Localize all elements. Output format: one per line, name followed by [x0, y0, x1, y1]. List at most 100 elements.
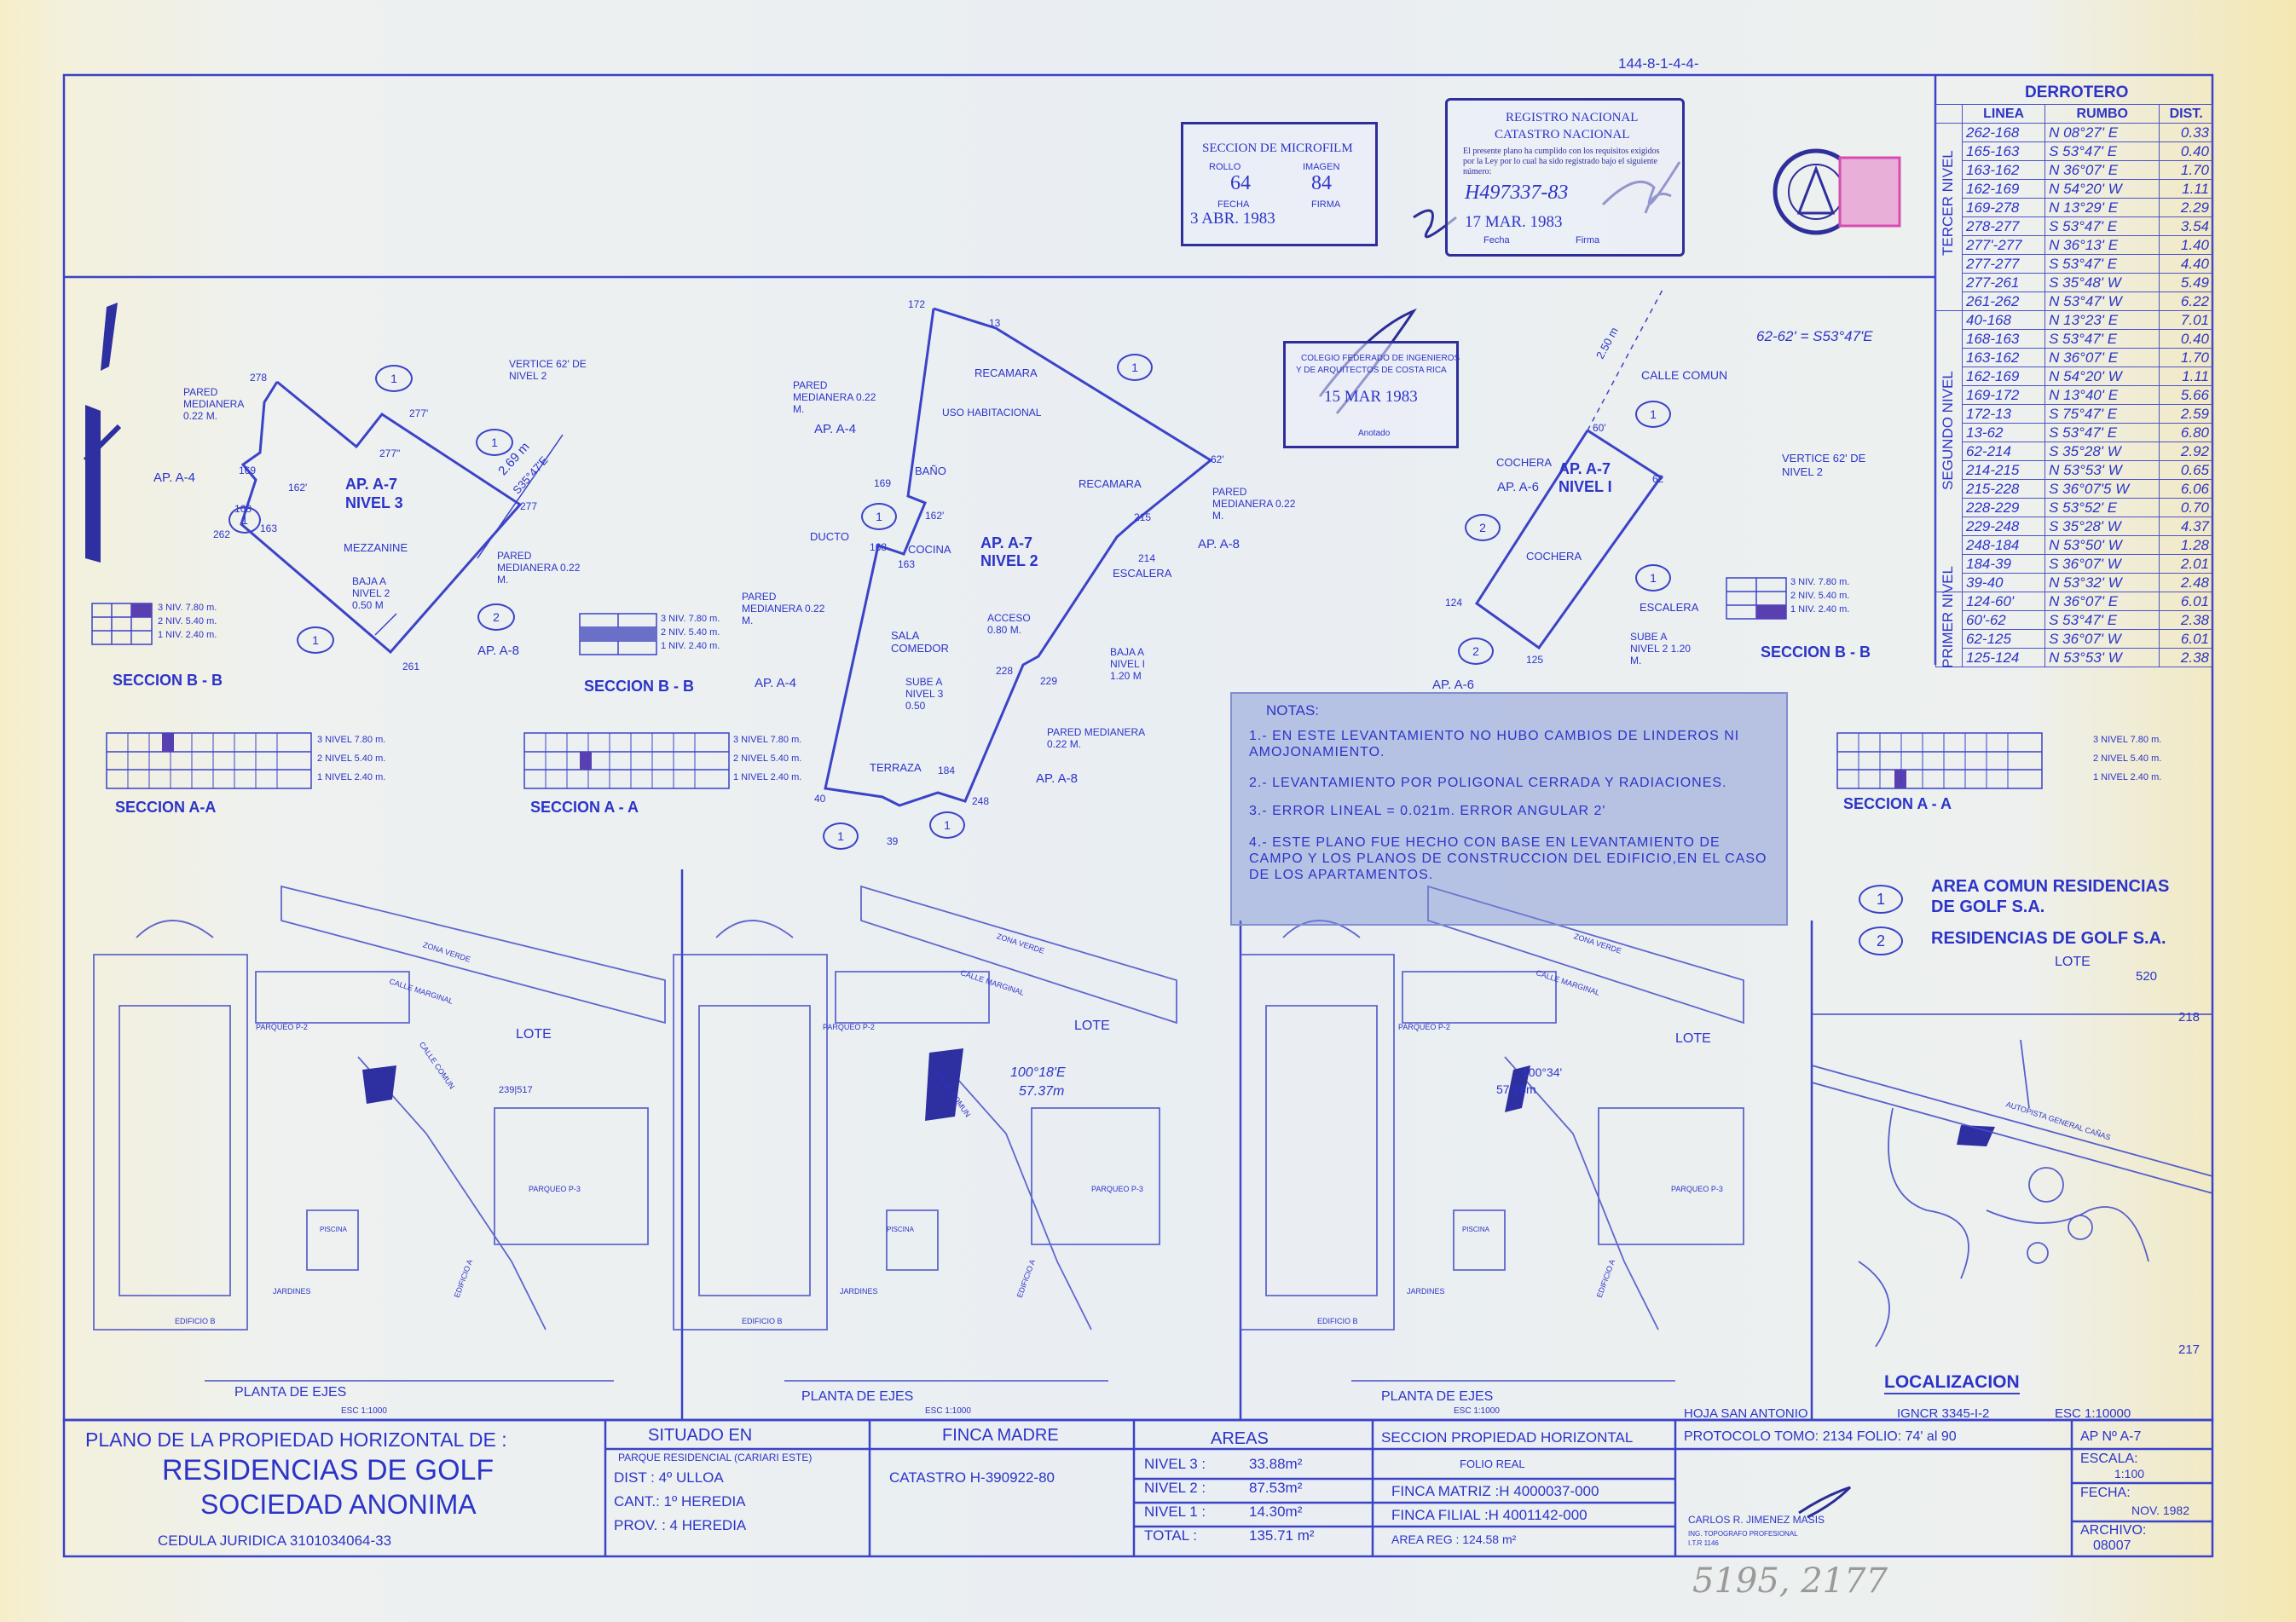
tb-ap-no: AP Nº A-7 — [2080, 1429, 2142, 1444]
derrotero-cell: S 35°28' W — [2044, 442, 2160, 461]
derrotero-cell: 163-162 — [1961, 160, 2046, 180]
aa3-niv1: 1 NIVEL 2.40 m. — [2093, 772, 2162, 782]
n2-subtitle: NIVEL 2 — [980, 552, 1038, 569]
lote-2: LOTE — [1074, 1019, 1110, 1033]
n2-ap-tl: AP. A-4 — [814, 422, 856, 436]
sheet-code: 144-8-1-4-4- — [1618, 55, 1699, 72]
site-dist-1: 57.37m — [1019, 1084, 1065, 1099]
planta-label-1: PLANTA DE EJES — [234, 1385, 347, 1400]
derrotero-cell: N 53°50' W — [2044, 535, 2160, 555]
loc-218: 218 — [2178, 1010, 2201, 1025]
n3-pt-262: 262 — [213, 528, 231, 540]
n2-sube: SUBE A NIVEL 3 0.50 — [905, 676, 944, 712]
registro-firma-label: Firma — [1576, 235, 1600, 245]
derrotero-cell: 0.40 — [2159, 141, 2213, 161]
derrotero-cell: 1.11 — [2159, 367, 2213, 386]
tb-catastro: CATASTRO H-390922-80 — [889, 1469, 1055, 1486]
n2-pared-b: PARED MEDIANERA 0.22 M. — [1047, 726, 1145, 750]
derrotero-cell: 2.59 — [2159, 404, 2213, 424]
n2-ap-br: AP. A-8 — [1036, 771, 1078, 786]
area-marker-n2-1: 1 — [1117, 354, 1153, 381]
derrotero-cell: S 53°52' E — [2044, 498, 2160, 517]
site-lot-marks — [362, 1048, 1995, 1146]
derrotero-group-label: PRIMER NIVEL — [1940, 566, 1956, 668]
handwritten-note: 5195, 2177 — [1692, 1561, 1888, 1601]
n3-pt-162: 162' — [288, 482, 308, 494]
derrotero-cell: N 53°53' W — [2044, 460, 2160, 480]
n2-pared-tl: PARED MEDIANERA 0.22 M. — [793, 379, 876, 415]
sec3-niv3: 3 NIV. 7.80 m. — [1790, 577, 1850, 587]
derrotero-cell: N 36°07' E — [2044, 160, 2160, 180]
aa2-niv1: 1 NIVEL 2.40 m. — [733, 772, 802, 782]
derrotero-cell: 277'-277 — [1961, 235, 2046, 255]
area-marker-1d: 1 — [297, 626, 334, 654]
n2-terraza: TERRAZA — [870, 761, 922, 774]
area-marker-n2-1c: 1 — [823, 823, 859, 850]
rollo-label: ROLLO — [1209, 162, 1241, 172]
jardines-2: JARDINES — [840, 1287, 878, 1296]
derrotero-cell: 165-163 — [1961, 141, 2046, 161]
registro-line2: CATASTRO NACIONAL — [1495, 128, 1630, 141]
site-panel-3 — [1240, 885, 1744, 1382]
n1-escalera: ESCALERA — [1640, 601, 1699, 614]
n1-cochera1: COCHERA — [1496, 456, 1553, 469]
tb-finca-madre: FINCA MADRE — [942, 1426, 1059, 1445]
tb-matriz: FINCA MATRIZ :H 4000037-000 — [1391, 1483, 1599, 1499]
area-value: 33.88m² — [1249, 1456, 1303, 1472]
n1-ap-l: AP. A-6 — [1497, 480, 1539, 494]
aa2-niv2: 2 NIVEL 5.40 m. — [733, 753, 802, 764]
microfilm-title: SECCION DE MICROFILM — [1202, 141, 1353, 155]
n2-escalera: ESCALERA — [1113, 567, 1172, 580]
n2-pt-228: 228 — [996, 665, 1014, 677]
sec1-niv2: 2 NIV. 5.40 m. — [158, 616, 217, 626]
derrotero-cell: N 54°20' W — [2044, 367, 2160, 386]
n1-pt-125: 125 — [1526, 654, 1544, 666]
derrotero-cell: 62-125 — [1961, 629, 2046, 649]
edificio-b-2: EDIFICIO B — [742, 1317, 783, 1325]
n2-pt-248: 248 — [972, 795, 990, 807]
derrotero-cell: 248-184 — [1961, 535, 2046, 555]
sec3-bb-label: SECCION B - B — [1761, 644, 1871, 661]
area-value: 135.71 m² — [1249, 1527, 1315, 1544]
aa1-niv1: 1 NIVEL 2.40 m. — [317, 772, 386, 782]
tb-areas: AREAS — [1211, 1429, 1269, 1448]
derrotero-cell: 168-163 — [1961, 329, 2046, 349]
derrotero-cell: 7.01 — [2159, 310, 2213, 330]
piscina-2: PISCINA — [887, 1226, 915, 1233]
site-panel-2 — [673, 885, 1177, 1382]
derrotero-cell: S 36°07' W — [2044, 554, 2160, 574]
derrotero-cell: 169-172 — [1961, 385, 2046, 405]
n1-bearing: 62-62' = S53°47'E — [1756, 328, 1873, 344]
n1-pt-62: 62 — [1652, 473, 1664, 485]
derrotero-cell: 39-40 — [1961, 573, 2046, 592]
n1-ap-b: AP. A-6 — [1432, 678, 1474, 692]
derrotero-cell: 1.28 — [2159, 535, 2213, 555]
section-grid-cols — [127, 733, 2009, 788]
section-fills — [131, 603, 1906, 788]
aa1-niv3: 3 NIVEL 7.80 m. — [317, 735, 386, 745]
n2-pt-214: 214 — [1138, 552, 1156, 564]
area-value: 87.53m² — [1249, 1480, 1303, 1496]
n3-pt-277a: 277' — [409, 407, 429, 419]
derrotero-cell: N 36°13' E — [2044, 235, 2160, 255]
registro-fecha-label: Fecha — [1483, 235, 1510, 245]
site-numbers: 239|517 — [499, 1085, 533, 1095]
derrotero-cell: 162-169 — [1961, 367, 2046, 386]
firma-label: FIRMA — [1311, 199, 1341, 210]
tb-filial: FINCA FILIAL :H 4001142-000 — [1391, 1507, 1588, 1523]
parqueo-3: PARQUEO P-2 — [1398, 1023, 1450, 1031]
n2-pt-39: 39 — [887, 835, 899, 847]
piscina-1: PISCINA — [320, 1226, 348, 1233]
n3-vertice: VERTICE 62' DE NIVEL 2 — [509, 358, 587, 382]
registro-stamp: REGISTRO NACIONAL CATASTRO NACIONAL El p… — [1445, 98, 1685, 257]
area-marker-n1-2b: 2 — [1458, 638, 1494, 665]
tb-prov: PROV. : 4 HEREDIA — [614, 1517, 747, 1533]
